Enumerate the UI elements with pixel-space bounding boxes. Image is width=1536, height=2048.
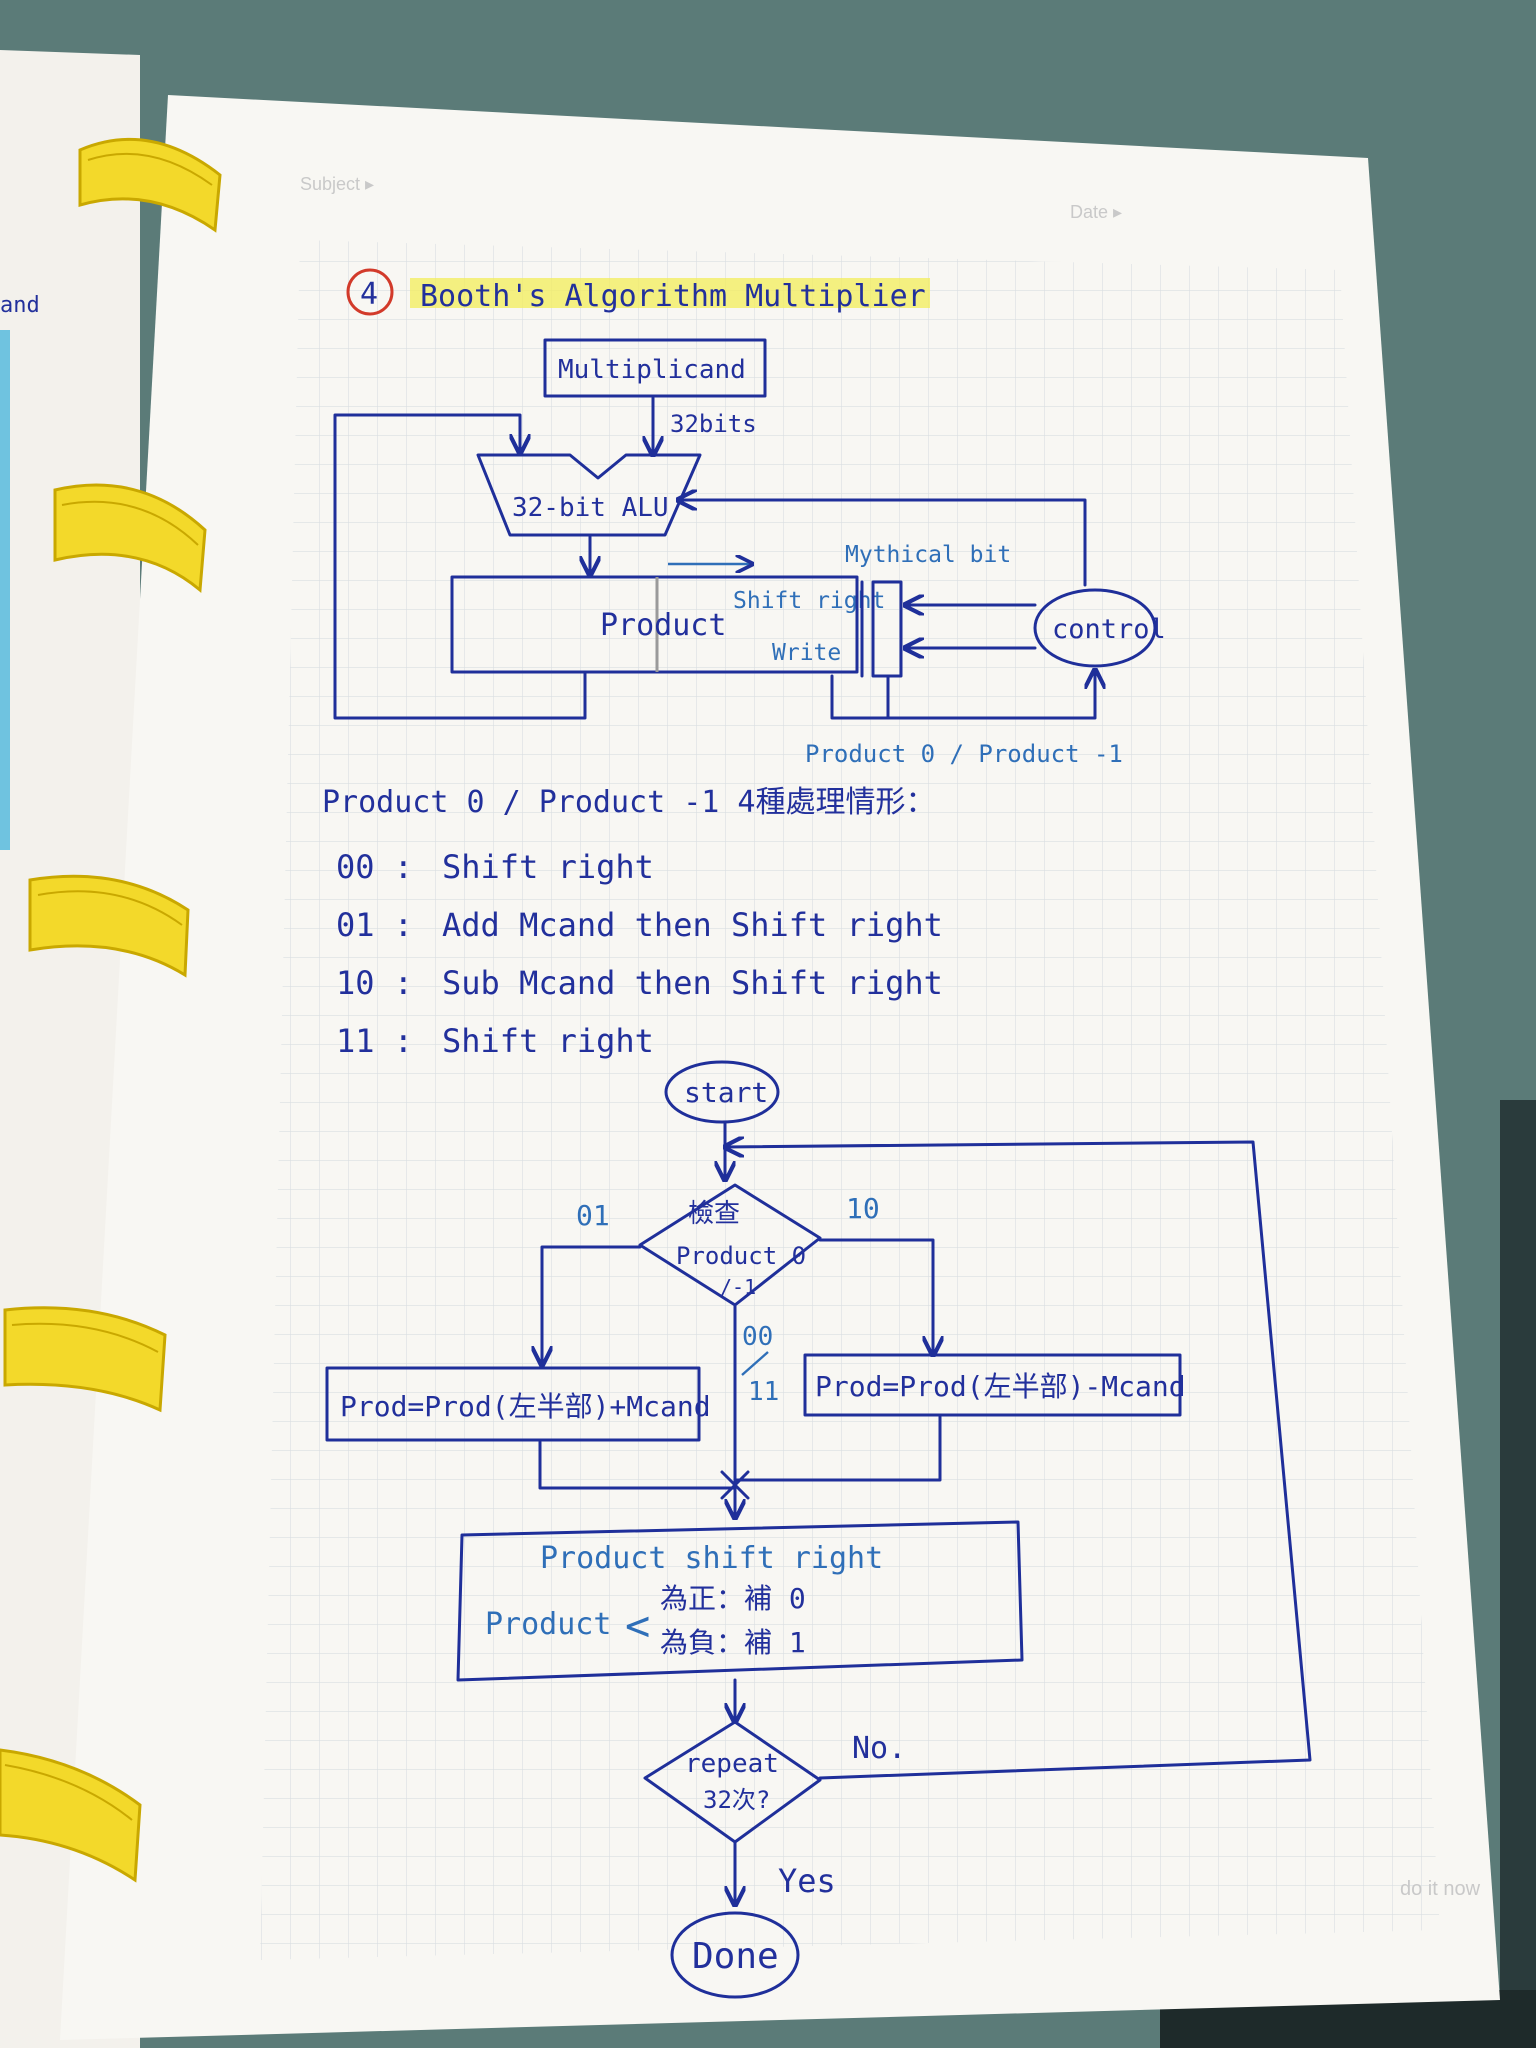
binder-ring (0, 1748, 142, 1883)
multiplicand-box (543, 338, 767, 398)
check-label-1: 檢查 (688, 1199, 740, 1229)
add-mcand-label: Prod=Prod(左半部)+Mcand (340, 1390, 711, 1423)
loop-back-path (725, 1142, 1312, 1780)
hardware-diagram: Multiplicand 32bits 32-bit ALU Product S… (333, 338, 1166, 768)
write-label: Write (772, 640, 841, 666)
binder-rings (0, 137, 222, 1883)
bits-label: 32bits (670, 410, 757, 438)
case-action: Shift right (442, 1022, 654, 1060)
desk-shadow (1500, 1100, 1536, 2048)
binder-ring (3, 1306, 167, 1413)
case-action: Shift right (442, 848, 654, 886)
case-code: 01 : (336, 906, 413, 944)
sub-mcand-box (803, 1353, 1182, 1417)
shift-title: Product shift right (540, 1541, 883, 1576)
control-to-alu-signal (678, 500, 1087, 587)
case-code: 11 : (336, 1022, 413, 1060)
title-group: 4 Booth's Algorithm Multiplier (346, 268, 930, 316)
grid-lines (260, 240, 1440, 1960)
branch-10-path (818, 1238, 933, 1355)
case-code: 10 : (336, 964, 413, 1002)
repeat-label-2: 32次? (703, 1786, 770, 1814)
start-label: start (684, 1076, 768, 1109)
repeat-label-1: repeat (685, 1749, 779, 1779)
product-feedback-path (333, 413, 587, 720)
yes-label: Yes (778, 1862, 836, 1900)
mythical-bit-label: Mythical bit (845, 542, 1011, 568)
merge-junction (720, 1470, 750, 1500)
branch-01-path (542, 1245, 642, 1365)
shift-positive: 為正：補 0 (660, 1582, 806, 1615)
shift-right-label: Shift right (733, 588, 885, 614)
control-label: control (1052, 614, 1166, 645)
product-register (450, 575, 859, 674)
done-node (670, 1911, 800, 1999)
case-action: Sub Mcand then Shift right (442, 964, 943, 1002)
shift-brace: < (625, 1601, 650, 1650)
title-highlight (410, 278, 930, 308)
subject-label: Subject ▸ (300, 174, 374, 194)
add-mcand-box (325, 1366, 701, 1442)
binder-ring (28, 874, 190, 978)
flowchart: start 檢查 Product 0 /-1 01 10 00 11 Prod=… (325, 1060, 1312, 1999)
case-code: 00 : (336, 848, 413, 886)
check-label-3: /-1 (720, 1275, 756, 1299)
alu-shape (476, 453, 702, 537)
add-merge-path (538, 1440, 737, 1490)
label-10: 10 (846, 1192, 880, 1225)
label-01: 01 (576, 1199, 610, 1232)
label-separator (741, 1351, 769, 1376)
done-label: Done (692, 1936, 779, 1977)
sub-mcand-label: Prod=Prod(左半部)-Mcand (815, 1370, 1186, 1403)
sub-merge-path (733, 1415, 942, 1482)
start-node (664, 1060, 780, 1124)
corner-label: do it now (1400, 1878, 1481, 1900)
cases-list: Product 0 / Product -1 4種處理情形： 00 : Shif… (322, 785, 943, 1060)
left-page-fragment: and (0, 293, 40, 318)
shift-prefix: Product (485, 1607, 611, 1642)
date-label: Date ▸ (1070, 202, 1122, 222)
cases-heading: Product 0 / Product -1 4種處理情形： (322, 785, 935, 820)
shift-negative: 為負：補 1 (660, 1626, 806, 1659)
case-action: Add Mcand then Shift right (442, 906, 943, 944)
alu-label: 32-bit ALU (512, 493, 669, 523)
title-number-circle (346, 268, 394, 316)
no-label: No. (852, 1731, 906, 1766)
title-text: Booth's Algorithm Multiplier (420, 279, 926, 314)
label-00: 00 (742, 1322, 773, 1352)
check-label-2: Product 0 (676, 1242, 806, 1270)
bit-to-control-path (830, 670, 1095, 720)
shift-box (456, 1520, 1024, 1682)
binder-ring (53, 483, 207, 593)
binder-ring (78, 137, 222, 233)
label-11: 11 (748, 1377, 779, 1407)
product-label: Product (600, 608, 726, 643)
left-page-tab (0, 330, 10, 850)
feedback-label: Product 0 / Product -1 (805, 740, 1123, 768)
title-number: 4 (360, 277, 378, 312)
control-unit (1033, 588, 1157, 668)
multiplicand-label: Multiplicand (558, 355, 746, 385)
